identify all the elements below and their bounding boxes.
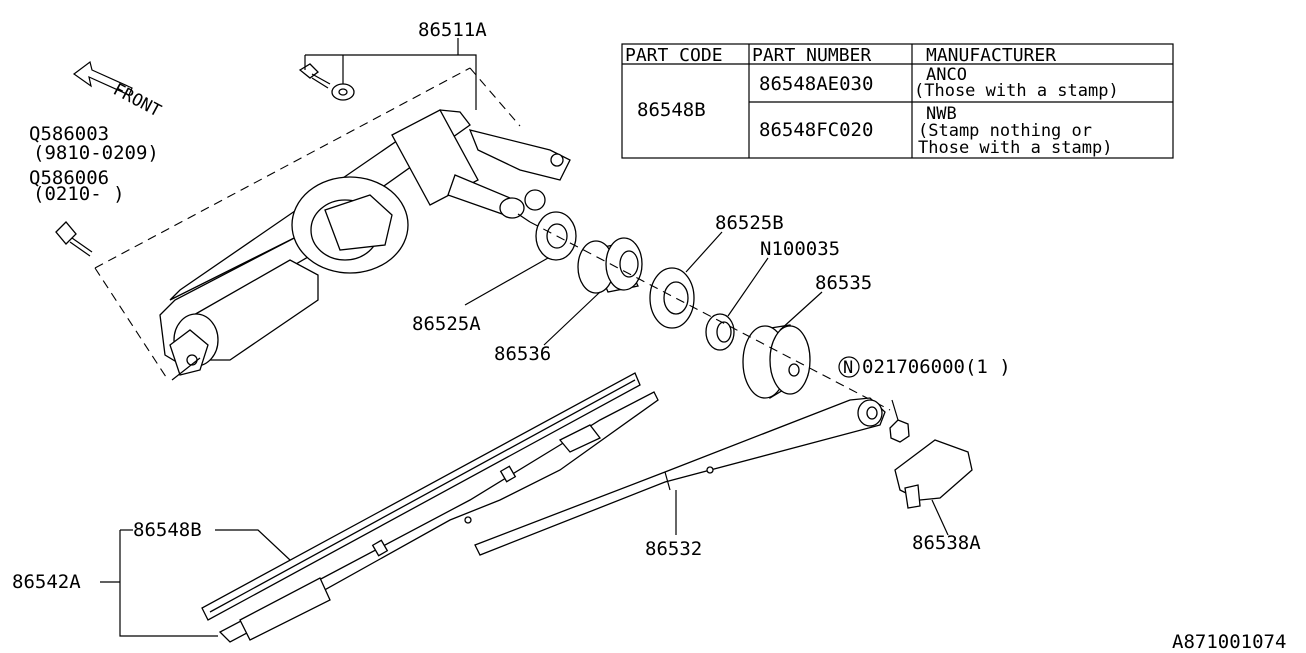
washer-86525b: [649, 267, 695, 329]
label-q586003-range: (9810-0209): [33, 142, 159, 164]
label-86536: 86536: [494, 343, 551, 365]
table-header-manufacturer: MANUFACTURER: [926, 45, 1056, 66]
table-row-1-part-number: 86548AE030: [759, 73, 873, 95]
label-86511a: 86511A: [418, 19, 487, 41]
cap-86535: [742, 324, 811, 400]
label-86525b: 86525B: [715, 212, 784, 234]
diagram-id: A871001074: [1172, 631, 1286, 653]
label-86548b: 86548B: [133, 519, 202, 541]
table-row-1-manufacturer: ANCO: [926, 65, 967, 85]
side-bolt-icon: [55, 221, 93, 257]
label-86532: 86532: [645, 538, 702, 560]
front-arrow-icon: FRONT: [72, 60, 165, 122]
table-row-2-manufacturer: NWB: [926, 104, 957, 124]
wiper-arm-86532: [474, 397, 886, 556]
washer-86525a: [535, 211, 577, 261]
cover-86538a: [894, 439, 973, 509]
top-washer-icon: [331, 83, 355, 101]
table-row-2-part-number: 86548FC020: [759, 119, 873, 141]
table-row-2-note: (Stamp nothing or: [918, 121, 1092, 141]
label-86538a: 86538A: [912, 532, 981, 554]
front-label: FRONT: [110, 80, 165, 122]
table-row-2-note2: Those with a stamp): [918, 138, 1112, 158]
label-n100035: N100035: [760, 238, 840, 260]
grommet-86536: [577, 237, 643, 294]
label-q586003: Q586003: [29, 123, 109, 145]
table-header-part-code: PART CODE: [625, 45, 723, 66]
parts-table: PART CODE PART NUMBER MANUFACTURER 86548…: [621, 43, 1174, 159]
wiper-motor-assembly: [94, 67, 571, 381]
label-86535: 86535: [815, 272, 872, 294]
label-q586006: Q586006: [29, 167, 109, 189]
table-header-part-number: PART NUMBER: [752, 45, 871, 66]
table-row-1-note: (Those with a stamp): [914, 81, 1119, 101]
nut-021706000: [889, 399, 910, 443]
wiper-blade-assembly: [201, 372, 659, 643]
n-circle-icon: [838, 356, 860, 378]
table-part-code: 86548B: [637, 99, 706, 121]
label-q586006-range: (0210- ): [33, 183, 125, 205]
n-symbol: N: [843, 358, 853, 378]
label-021706000: 021706000(1 ): [862, 356, 1011, 378]
label-86525a: 86525A: [412, 313, 481, 335]
nut-n100035: [705, 313, 735, 351]
label-86542a: 86542A: [12, 571, 81, 593]
